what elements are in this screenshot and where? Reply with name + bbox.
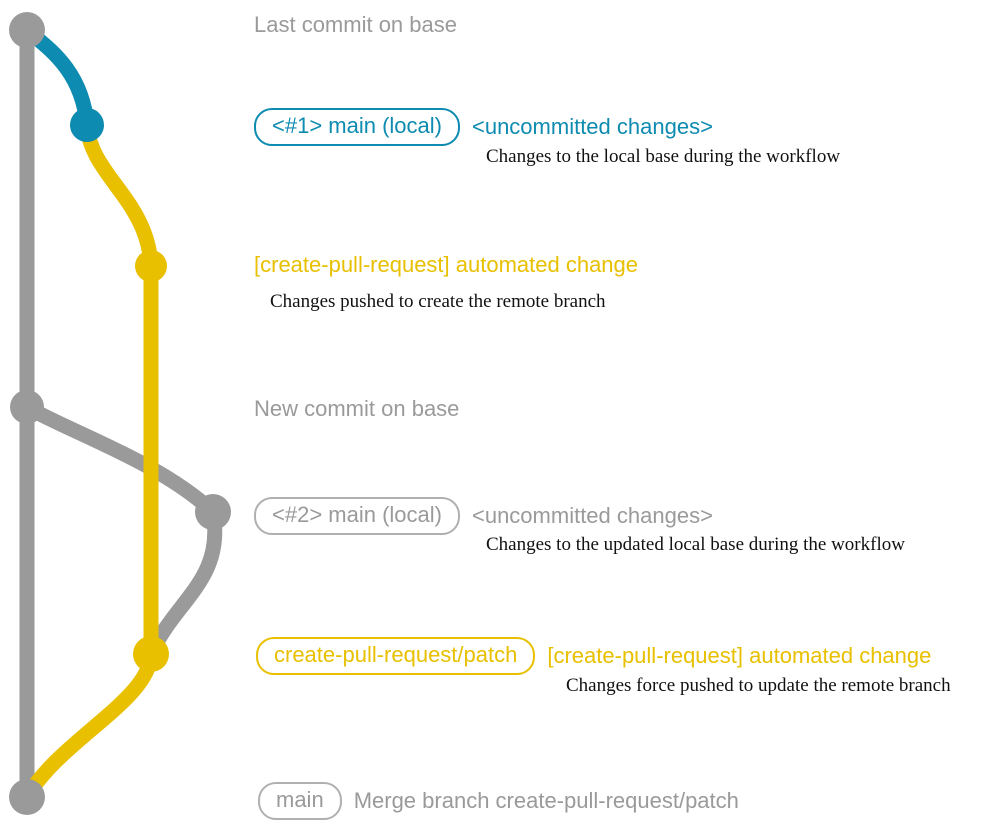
commit-row-remote-change-2: create-pull-request/patch [create-pull-r… (256, 637, 931, 675)
commit-row-remote-change-1: [create-pull-request] automated change (254, 254, 638, 276)
commit-note-remote-change-2: Changes force pushed to update the remot… (566, 675, 951, 696)
commit-row-local-change-2: <#2> main (local) <uncommitted changes> (254, 497, 713, 535)
commit-subject: <uncommitted changes> (471, 503, 713, 528)
commit-node-base-last[interactable] (9, 12, 45, 48)
commit-subject: <uncommitted changes> (471, 114, 713, 139)
ref-label-main[interactable]: main (258, 782, 342, 820)
ref-label-create-pull-request-patch[interactable]: create-pull-request/patch (256, 637, 536, 675)
commit-subject: Merge branch create-pull-request/patch (353, 788, 739, 813)
remote2-to-merge-line (19, 646, 159, 805)
commit-node-base-new[interactable] (10, 390, 44, 424)
commit-node-remote-2[interactable] (133, 636, 169, 672)
commit-row-merge-commit: main Merge branch create-pull-request/pa… (258, 782, 739, 820)
base-to-local2-line (19, 399, 221, 520)
local2-to-remote2-line (143, 504, 223, 662)
commit-note-local-change-2: Changes to the updated local base during… (486, 534, 905, 555)
commit-subject: [create-pull-request] automated change (547, 643, 932, 668)
commit-node-remote-1[interactable] (135, 250, 167, 282)
commit-subject: [create-pull-request] automated change (254, 252, 639, 277)
commit-node-local-1[interactable] (70, 108, 104, 142)
commit-row-new-commit-on-base: New commit on base (254, 398, 459, 420)
commit-subject: Last commit on base (254, 12, 457, 37)
ref-label-main-local-1[interactable]: <#1> main (local) (254, 108, 460, 146)
commit-node-merge[interactable] (9, 779, 45, 815)
commit-row-last-commit-on-base: Last commit on base (254, 14, 457, 36)
commit-subject: New commit on base (254, 396, 460, 421)
commit-node-local-2[interactable] (195, 494, 231, 530)
commit-note-remote-change-1: Changes pushed to create the remote bran… (270, 291, 606, 312)
commit-row-local-change-1: <#1> main (local) <uncommitted changes> (254, 108, 713, 146)
commit-note-local-change-1: Changes to the local base during the wor… (486, 146, 841, 167)
ref-label-main-local-2[interactable]: <#2> main (local) (254, 497, 460, 535)
local1-to-remote1-line (79, 117, 159, 274)
